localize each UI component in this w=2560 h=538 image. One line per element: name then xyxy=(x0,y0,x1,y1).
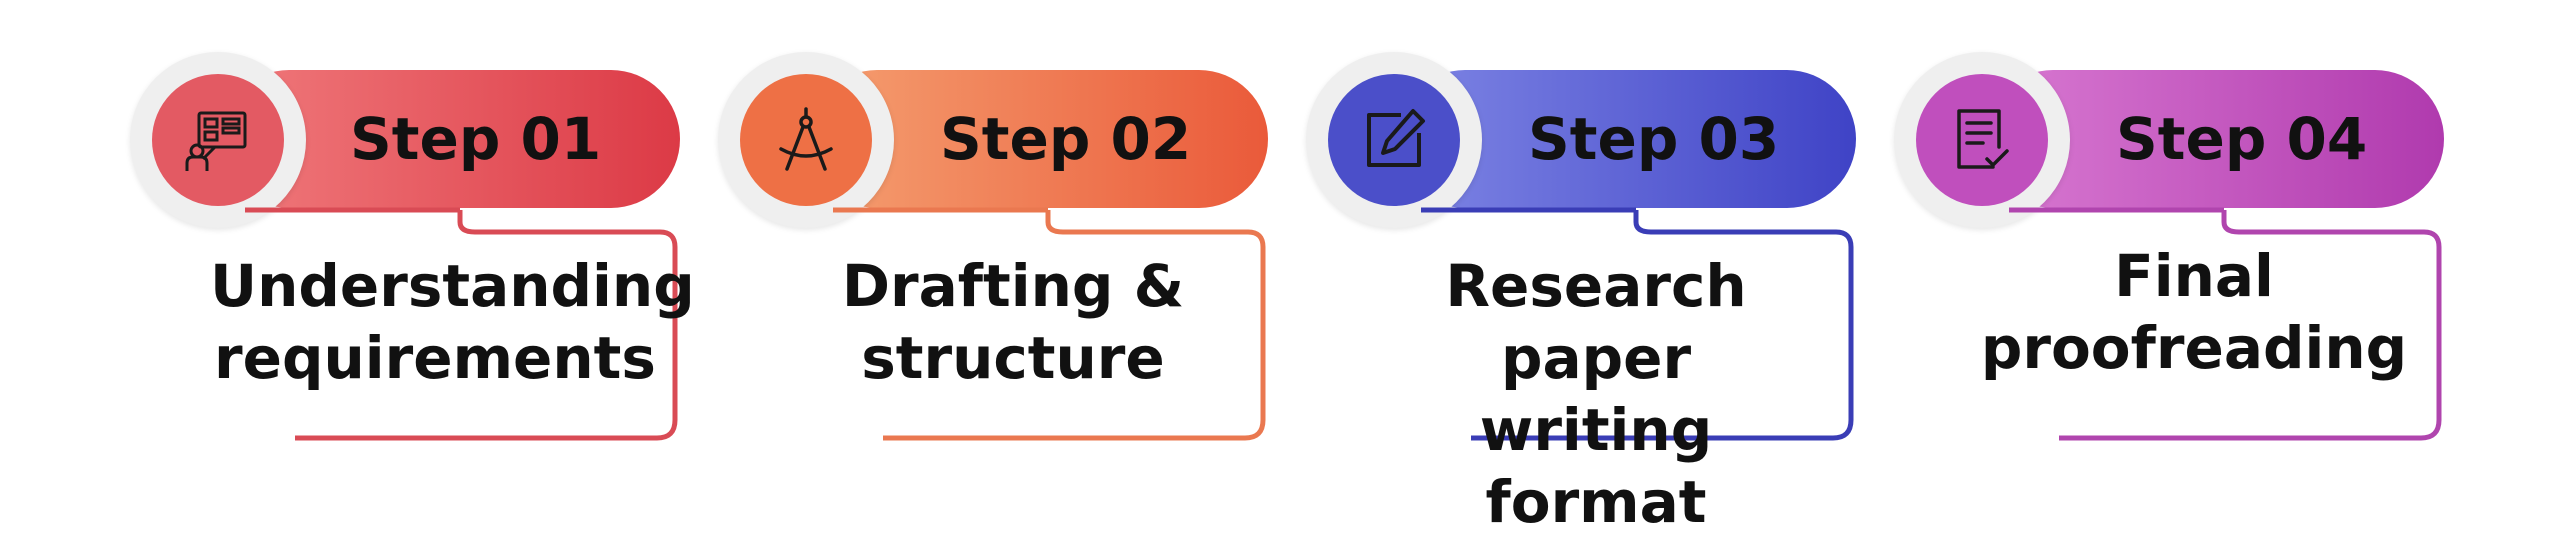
step-02: Step 02 Drafting & structure xyxy=(718,0,1318,485)
step-03-connector xyxy=(1421,207,1854,441)
step-04-icon-ring xyxy=(1894,52,2070,228)
step-01-description-line1: Understanding xyxy=(210,252,695,320)
step-04-description: Final proofreading xyxy=(1969,240,2419,384)
step-03: Step 03 Research paper writing format xyxy=(1306,0,1906,536)
step-01-connector xyxy=(245,207,678,441)
step-03-description-line2: writing format xyxy=(1479,396,1713,536)
step-01-description-line2: requirements xyxy=(214,324,656,392)
step-03-icon-ring xyxy=(1306,52,1482,228)
step-04: Step 04 Final proofreading xyxy=(1894,0,2494,485)
edit-icon xyxy=(1367,109,1425,167)
step-02-icon-disc xyxy=(740,74,872,206)
step-03-icon-disc xyxy=(1328,74,1460,206)
step-02-description-line1: Drafting & xyxy=(841,252,1185,320)
presentation-board-icon xyxy=(185,111,247,171)
step-02-description: Drafting & structure xyxy=(788,250,1238,394)
step-04-icon-disc xyxy=(1916,74,2048,206)
step-02-connector xyxy=(833,207,1266,441)
step-03-label: Step 03 xyxy=(1528,105,1780,173)
step-02-description-line2: structure xyxy=(861,324,1165,392)
step-04-description-line1: Final xyxy=(2114,242,2274,310)
step-04-label: Step 04 xyxy=(2116,105,2368,173)
step-02-label: Step 02 xyxy=(940,105,1192,173)
step-01-label: Step 01 xyxy=(350,105,602,173)
compass-icon xyxy=(779,107,833,171)
step-04-connector xyxy=(2009,207,2442,441)
step-03-description-line1: Research paper xyxy=(1445,252,1747,392)
step-01: Step 01 Understanding requirements xyxy=(130,0,730,485)
step-01-description: Understanding requirements xyxy=(210,250,695,394)
step-01-icon-disc xyxy=(152,74,284,206)
step-04-description-line2: proofreading xyxy=(1980,314,2408,382)
step-01-icon-ring xyxy=(130,52,306,228)
step-02-icon-ring xyxy=(718,52,894,228)
checklist-icon xyxy=(1957,109,2009,169)
step-03-description: Research paper writing format xyxy=(1371,250,1821,538)
